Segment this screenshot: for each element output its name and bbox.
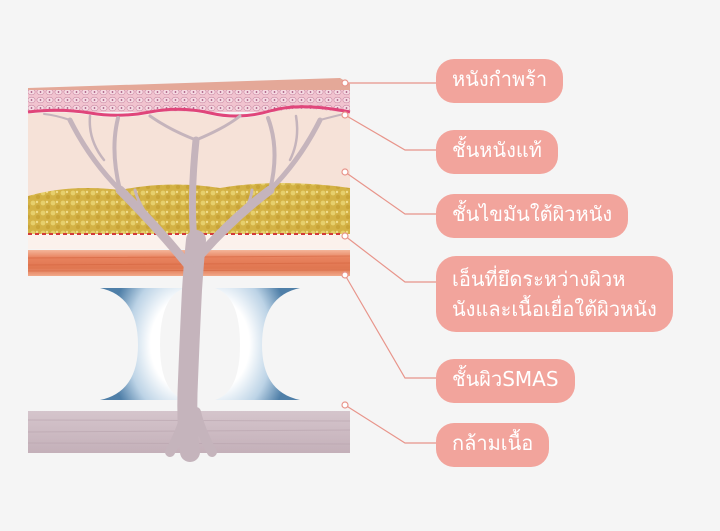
label-dermis: ชั้นหนังแท้ <box>436 130 558 174</box>
label-fascia: เอ็นที่ยึดระหว่างผิวห นังและเนื้อเยื่อใต… <box>436 256 673 332</box>
leader-lines <box>344 82 436 444</box>
label-epidermis: หนังกำพร้า <box>436 59 564 103</box>
leader-dots <box>341 79 349 409</box>
cushion-left <box>100 288 185 400</box>
label-subcutaneous-fat: ชั้นไขมันใต้ผิวหนัง <box>436 194 629 238</box>
retinacula-tree <box>43 113 345 462</box>
epidermis-layer <box>27 78 351 118</box>
label-muscle: กล้ามเนื้อ <box>436 423 550 467</box>
cushion-right <box>215 288 300 400</box>
label-fascia-line1: เอ็นที่ยึดระหว่างผิวห <box>452 267 626 291</box>
label-smas: ชั้นผิวSMAS <box>436 359 575 403</box>
label-fascia-line2: นังและเนื้อเยื่อใต้ผิวหนัง <box>452 297 657 321</box>
